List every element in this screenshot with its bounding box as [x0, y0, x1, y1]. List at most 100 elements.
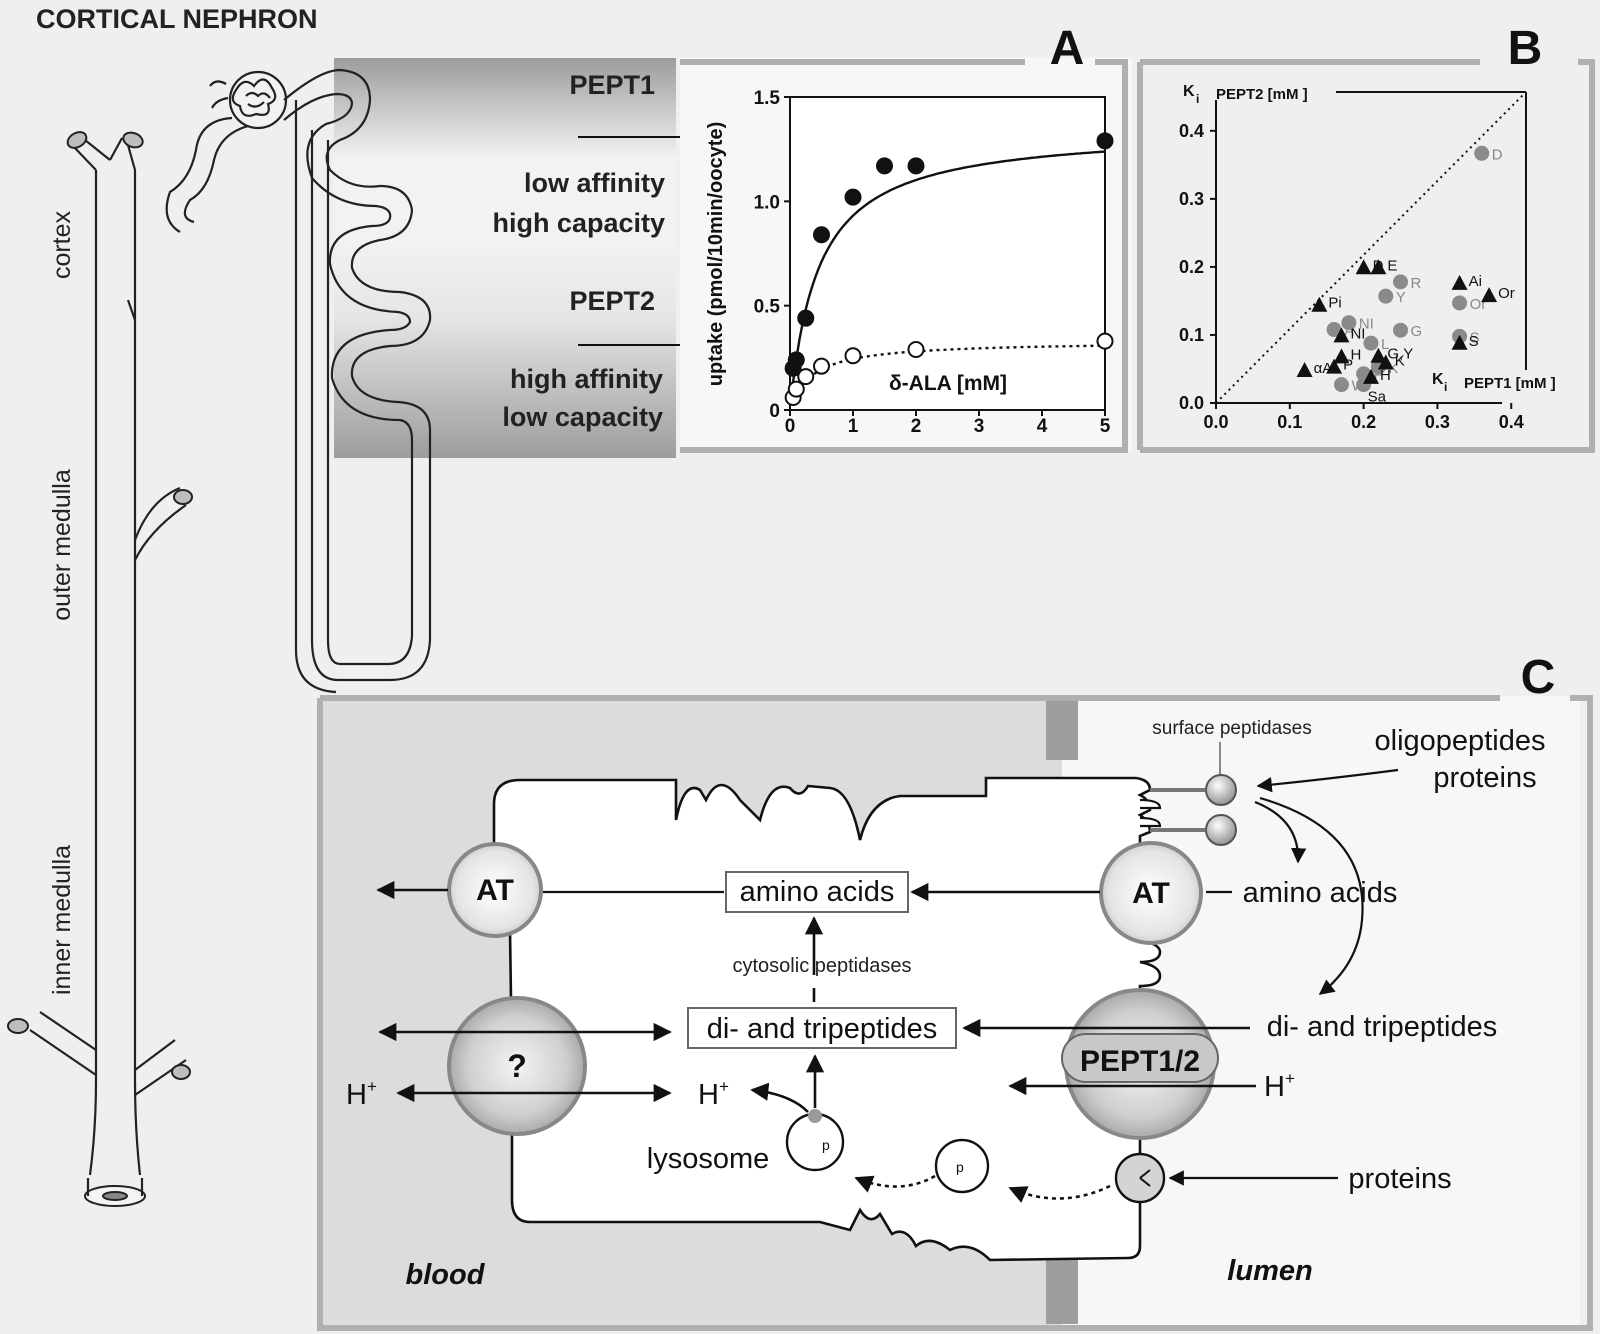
- chart-a-xtick-label: 2: [911, 416, 922, 437]
- at-transporter-apical: [1099, 841, 1203, 945]
- chart-b-triangle-point: [1481, 287, 1498, 303]
- amino-acids-box-label: amino acids: [740, 876, 895, 908]
- chart-a-xtick-label: 4: [1037, 416, 1048, 437]
- cytosolic-peptidases-label: cytosolic peptidases: [733, 955, 912, 977]
- duct-openings: [7, 131, 193, 1207]
- nephron-tubule: [165, 68, 432, 694]
- at-transporter-basolateral: [447, 842, 543, 938]
- surface-peptidases-label: surface peptidases: [1152, 718, 1312, 739]
- chart-a-series-1-point: [797, 309, 815, 327]
- chart-b-triangle-point-label: P: [1343, 357, 1353, 374]
- endosome: [934, 1138, 990, 1194]
- chart-a-xlabel: δ-ALA [mM]: [889, 372, 1007, 395]
- chart-a-xtick-label: 0: [785, 416, 796, 437]
- panel-label-b: B: [1508, 22, 1543, 75]
- chart-b-ytick-label: 0.4: [1179, 121, 1204, 141]
- h-cytosol: H+: [698, 1077, 729, 1111]
- chart-a-series-1-point: [907, 157, 925, 175]
- di-tri-box-label: di- and tripeptides: [707, 1013, 938, 1045]
- chart-b-ytick-label: 0.1: [1179, 325, 1204, 345]
- blood-label: blood: [406, 1259, 486, 1291]
- chart-a-ytick-label: 1.5: [754, 88, 781, 109]
- chart-b-circle-point-label: NI: [1359, 316, 1374, 333]
- region-outer-medulla: outer medulla: [48, 469, 76, 621]
- chart-b-circle-point: [1393, 322, 1409, 338]
- surface-peptidase-2: [1205, 814, 1237, 846]
- chart-b-triangle-point: [1355, 259, 1372, 275]
- panel-label-a: A: [1050, 22, 1085, 75]
- chart-b-triangle-point-label: S: [1469, 333, 1479, 350]
- pept1-capacity: high capacity: [492, 208, 665, 238]
- chart-a-plot-area: [789, 96, 1106, 411]
- pept1-band: [334, 58, 676, 240]
- chart-b-circle-point: [1326, 322, 1342, 338]
- chart-b-identity-line: [1215, 91, 1527, 404]
- chart-a-ytick-label: 1.0: [754, 192, 780, 213]
- chart-b-triangle-point-label: αA: [1314, 360, 1333, 377]
- chart-b-circle-point-label: K: [1388, 360, 1398, 377]
- chart-b-circle-point-label: R: [1411, 275, 1422, 292]
- chart-a-xtick-label: 3: [974, 416, 985, 437]
- chart-b-circle-point: [1341, 315, 1357, 331]
- chart-a-series-1-point: [787, 351, 805, 369]
- panel-a-border: [680, 59, 1128, 453]
- chart-b-triangle-point: [1326, 358, 1343, 374]
- pept2-band: [334, 240, 676, 458]
- chart-a-series-2-point: [787, 380, 805, 398]
- unknown-transporter-label: ?: [507, 1048, 527, 1084]
- vesicle-to-endosome-arrow: [1008, 1184, 1111, 1203]
- chart-b-triangle-point-label: H: [1380, 367, 1391, 384]
- chart-b-circle-point-label: L: [1381, 336, 1389, 353]
- chart-b-circle-point: [1333, 377, 1349, 393]
- chart-a-series-2-point: [813, 357, 830, 375]
- panel-label-c: C: [1521, 651, 1556, 704]
- chart-a-series-2-point: [844, 347, 862, 365]
- chart-b-triangle-point: [1451, 274, 1468, 290]
- chart-b-circle-point-label: A: [1344, 323, 1354, 340]
- di-tri-box: [687, 1007, 957, 1049]
- pept1-affinity: low affinity: [524, 168, 665, 198]
- chart-b-triangle-point-label: Pi: [1328, 295, 1341, 312]
- panel-c: C surface peptidases oligopeptides prote…: [317, 651, 1593, 1331]
- chart-b-triangle-point-label: Ai: [1469, 273, 1482, 290]
- to-amino-acids-arrow: [1254, 800, 1307, 864]
- chart-b-triangle-point: [1333, 348, 1350, 364]
- oligopeptide-arrow: [1256, 768, 1399, 793]
- chart-b-extra-label: Sa: [1368, 388, 1387, 405]
- chart-b-circle-point-label: D: [1492, 146, 1503, 163]
- chart-b-triangle-point-label: K: [1395, 353, 1405, 370]
- chart-b-triangle-point-label: H: [1350, 346, 1361, 363]
- chart-a-xtick-label: 1: [848, 416, 859, 437]
- region-inner-medulla: inner medulla: [48, 845, 76, 995]
- brush-border: [1139, 798, 1162, 828]
- amino-acids-lumen-label: amino acids: [1243, 877, 1398, 909]
- chart-b-xlabel-k: K: [1432, 371, 1444, 388]
- chart-b-ytick-label: 0.0: [1179, 393, 1204, 413]
- chart-b-triangle-point-label: E: [1387, 257, 1397, 274]
- chart-b-xlabel: PEPT1 [mM ]: [1464, 375, 1556, 392]
- chart-a-series-1-point: [876, 157, 893, 175]
- duct-base: [86, 1178, 144, 1196]
- chart-b-circle-point: [1452, 295, 1468, 311]
- chart-a-series-2-point: [797, 368, 815, 386]
- lysosome-h-arrow: [750, 1082, 809, 1113]
- chart-b-xlabel-sub: i: [1444, 380, 1447, 394]
- h-blood: H+: [346, 1077, 377, 1111]
- at-label-apical: AT: [1132, 877, 1170, 910]
- lysosome-pore: [808, 1109, 822, 1123]
- proteins-bottom-label: proteins: [1348, 1163, 1451, 1195]
- chart-a-series-2-point: [1096, 332, 1114, 350]
- pept2-capacity: low capacity: [502, 402, 663, 432]
- chart-b-ytick-label: 0.3: [1179, 189, 1204, 209]
- pept12-band: [1061, 1033, 1219, 1083]
- chart-b-triangle-point-label: G,Y: [1387, 346, 1413, 363]
- chart-b-ytick-label: 0.2: [1179, 257, 1204, 277]
- endosome-p: p: [956, 1159, 964, 1175]
- chart-b-xtick-label: 0.2: [1351, 412, 1376, 432]
- chart-b-triangle-point: [1370, 347, 1387, 363]
- chart-a-series-2-point: [907, 340, 925, 358]
- chart-b-xtick-label: 0.0: [1203, 412, 1228, 432]
- chart-b-circle-point-label: Y: [1396, 289, 1406, 306]
